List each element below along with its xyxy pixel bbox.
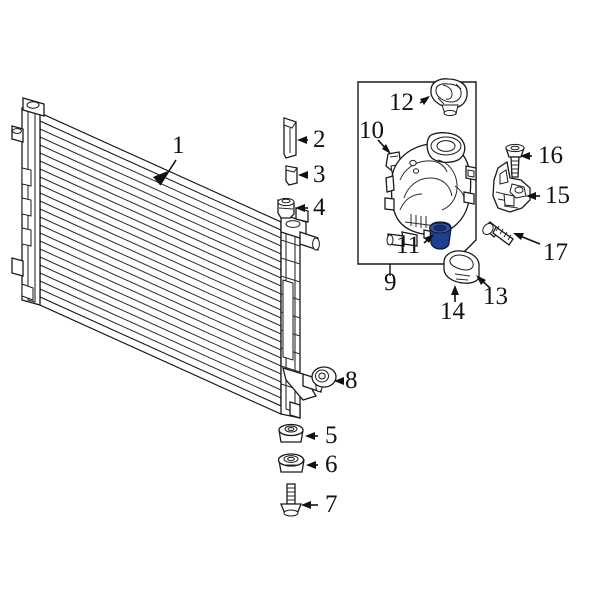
part-17-lower-bolt [482,221,541,246]
callout-label-5[interactable]: 5 [325,422,338,449]
callout-label-9[interactable]: 9 [384,269,397,296]
callout-label-11[interactable]: 11 [396,232,421,259]
part-12-reservoir-cap [419,78,468,117]
callout-label-17[interactable]: 17 [543,239,568,266]
radiator-right-tank [280,207,323,419]
callout-label-6[interactable]: 6 [325,451,338,478]
callout-label-8[interactable]: 8 [345,367,358,394]
callout-label-16[interactable]: 16 [538,142,563,169]
leader-1 [153,159,177,186]
part-13-bracket-rubber [443,250,491,289]
part-6-insulator [277,453,318,473]
part-5-grommet [278,423,318,443]
part-16-upper-bolt [505,143,532,178]
part-2-pin [283,117,308,159]
callout-label-3[interactable]: 3 [313,161,326,188]
part-4-rubber-mount [277,197,308,219]
radiator-core-part1 [11,97,323,419]
callout-label-12[interactable]: 12 [389,89,414,116]
callout-label-4[interactable]: 4 [313,194,326,221]
part-8-seal [311,366,344,388]
callout-label-1[interactable]: 1 [172,132,185,159]
callout-label-15[interactable]: 15 [545,182,570,209]
part-7-bolt [280,483,318,517]
part-3-bushing [285,165,308,186]
callout-label-10[interactable]: 10 [359,117,384,144]
callout-label-14[interactable]: 14 [440,298,465,325]
callout-label-7[interactable]: 7 [325,491,338,518]
part-15-support-bracket [492,160,540,213]
part-11-tank-grommet-highlighted [423,221,452,250]
callout-label-2[interactable]: 2 [313,126,326,153]
radiator-left-tank [11,97,45,306]
callout-label-13[interactable]: 13 [483,283,508,310]
